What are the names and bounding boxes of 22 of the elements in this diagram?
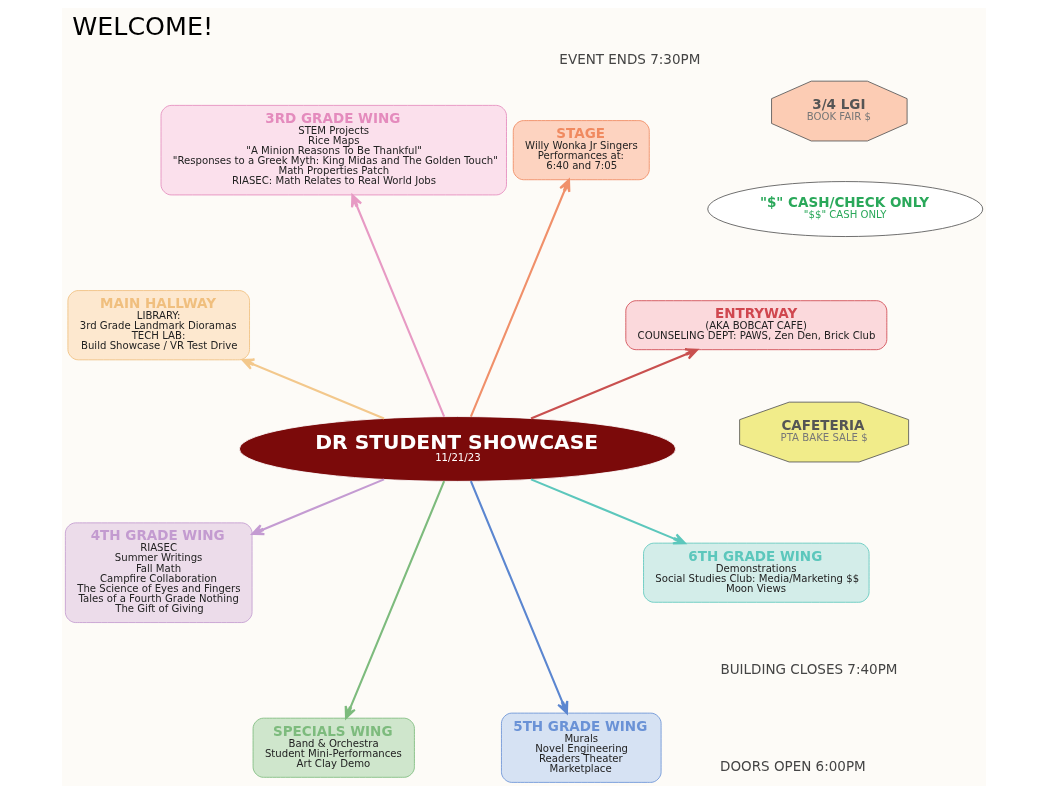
node-box: SPECIALS WING Band & Orchestra Student Mini-Performances Art Clay Demo (252, 717, 415, 778)
node-box: 4TH GRADE WING RIASEC Summer Writings Fall Math Campfire Collaboration The Science of Eyes and Fingers Tales of a Fourth Grade Nothing The Gift of Giving (64, 522, 253, 623)
arrow (530, 478, 686, 545)
arrow (241, 358, 385, 420)
arrow (350, 194, 446, 418)
node-box: 3RD GRADE WING STEM Projects Rice Maps "A Minion Reasons To Be Thankful" "Responses to a Greek Myth: King Midas and The Golden Touch" Math Properties Patch RIASEC: Math Relates to Real World Jobs (160, 104, 507, 196)
node-ellipse: DR STUDENT SHOWCASE 11/21/23 (239, 416, 677, 482)
arrow (251, 478, 385, 536)
label: EVENT ENDS 7:30PM (559, 51, 701, 68)
node-box: STAGE Willy Wonka Jr Singers Performances at: 6:40 and 7:05 (512, 120, 650, 181)
node-box: 6TH GRADE WING Demonstrations Social Studies Club: Media/Marketing $$ Moon Views (643, 542, 870, 603)
diagram-title: WELCOME! (72, 11, 214, 42)
arrow (344, 480, 446, 720)
arrow (469, 178, 571, 418)
arrow (530, 348, 699, 420)
label: BUILDING CLOSES 7:40PM (720, 661, 898, 678)
node-ellipse: "$" CASH/CHECK ONLY "$$" CASH ONLY (707, 181, 984, 237)
label: DOORS OPEN 6:00PM (720, 757, 866, 774)
node-box: 5TH GRADE WING Murals Novel Engineering Readers Theater Marketplace (501, 712, 662, 783)
node-box: MAIN HALLWAY LIBRARY: 3rd Grade Landmark Dioramas TECH LAB: Build Showcase / VR Test Drive (67, 290, 250, 361)
node-box: ENTRYWAY (AKA BOBCAT CAFE) COUNSELING DEPT: PAWS, Zen Den, Brick Club (625, 300, 888, 351)
arrow (469, 480, 569, 715)
